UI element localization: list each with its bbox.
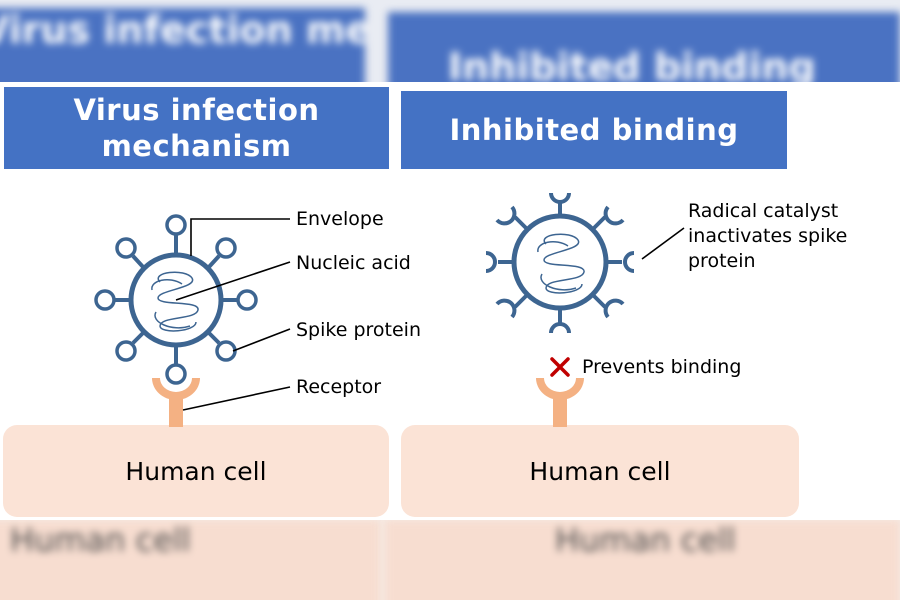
blurred-title-left: Virus infection mechanism [0,8,365,82]
blurred-cell-left: Human cell [0,520,380,600]
blurred-title-left-text: Virus infection mechanism [0,8,365,52]
label-prevents-binding: Prevents binding [582,356,742,378]
human-cell-left-label: Human cell [125,456,267,486]
label-receptor: Receptor [296,376,382,398]
leader-lines-left [175,218,291,411]
blurred-cell-left-text: Human cell [10,521,191,559]
receptor-left [152,378,200,427]
prevents-binding-x-icon [550,357,570,377]
callout-line2: inactivates spike [688,225,848,247]
left-title-line2: mechanism [101,129,292,163]
blurred-backdrop-top: Virus infection mechanism Inhibited bind… [0,0,900,82]
inactivated-spikes-right [498,200,622,323]
human-cell-left: Human cell [3,425,389,517]
nucleic-acid-left [151,271,199,332]
label-envelope: Envelope [296,208,384,230]
callout-line3: protein [688,250,756,272]
spike-heads-left [94,214,258,385]
left-title-line1: Virus infection [73,93,320,127]
nucleic-acid-right [537,233,585,294]
envelope-right [511,213,609,311]
left-panel-title: Virus infection mechanism [4,87,389,169]
callout-line1: Radical catalyst [688,200,839,222]
receptor-right [536,378,584,427]
label-spike-protein: Spike protein [296,319,421,341]
virus-right [485,192,635,334]
label-nucleic-acid: Nucleic acid [296,252,411,274]
spike-proteins-left [114,234,238,364]
blurred-cell-right: Human cell [385,520,900,600]
broken-spike-heads-right [485,192,635,334]
human-cell-right-label: Human cell [529,456,671,486]
blurred-title-right: Inhibited binding [388,12,900,82]
blurred-cell-right-text: Human cell [555,521,736,559]
leader-line-right [641,227,685,260]
human-cell-right: Human cell [401,425,799,517]
label-radical-catalyst: Radical catalyst inactivates spike prote… [688,199,847,274]
blurred-backdrop-bottom: Human cell Human cell [0,520,900,600]
blurred-title-right-text: Inhibited binding [448,45,816,82]
right-panel-title: Inhibited binding [401,91,787,169]
